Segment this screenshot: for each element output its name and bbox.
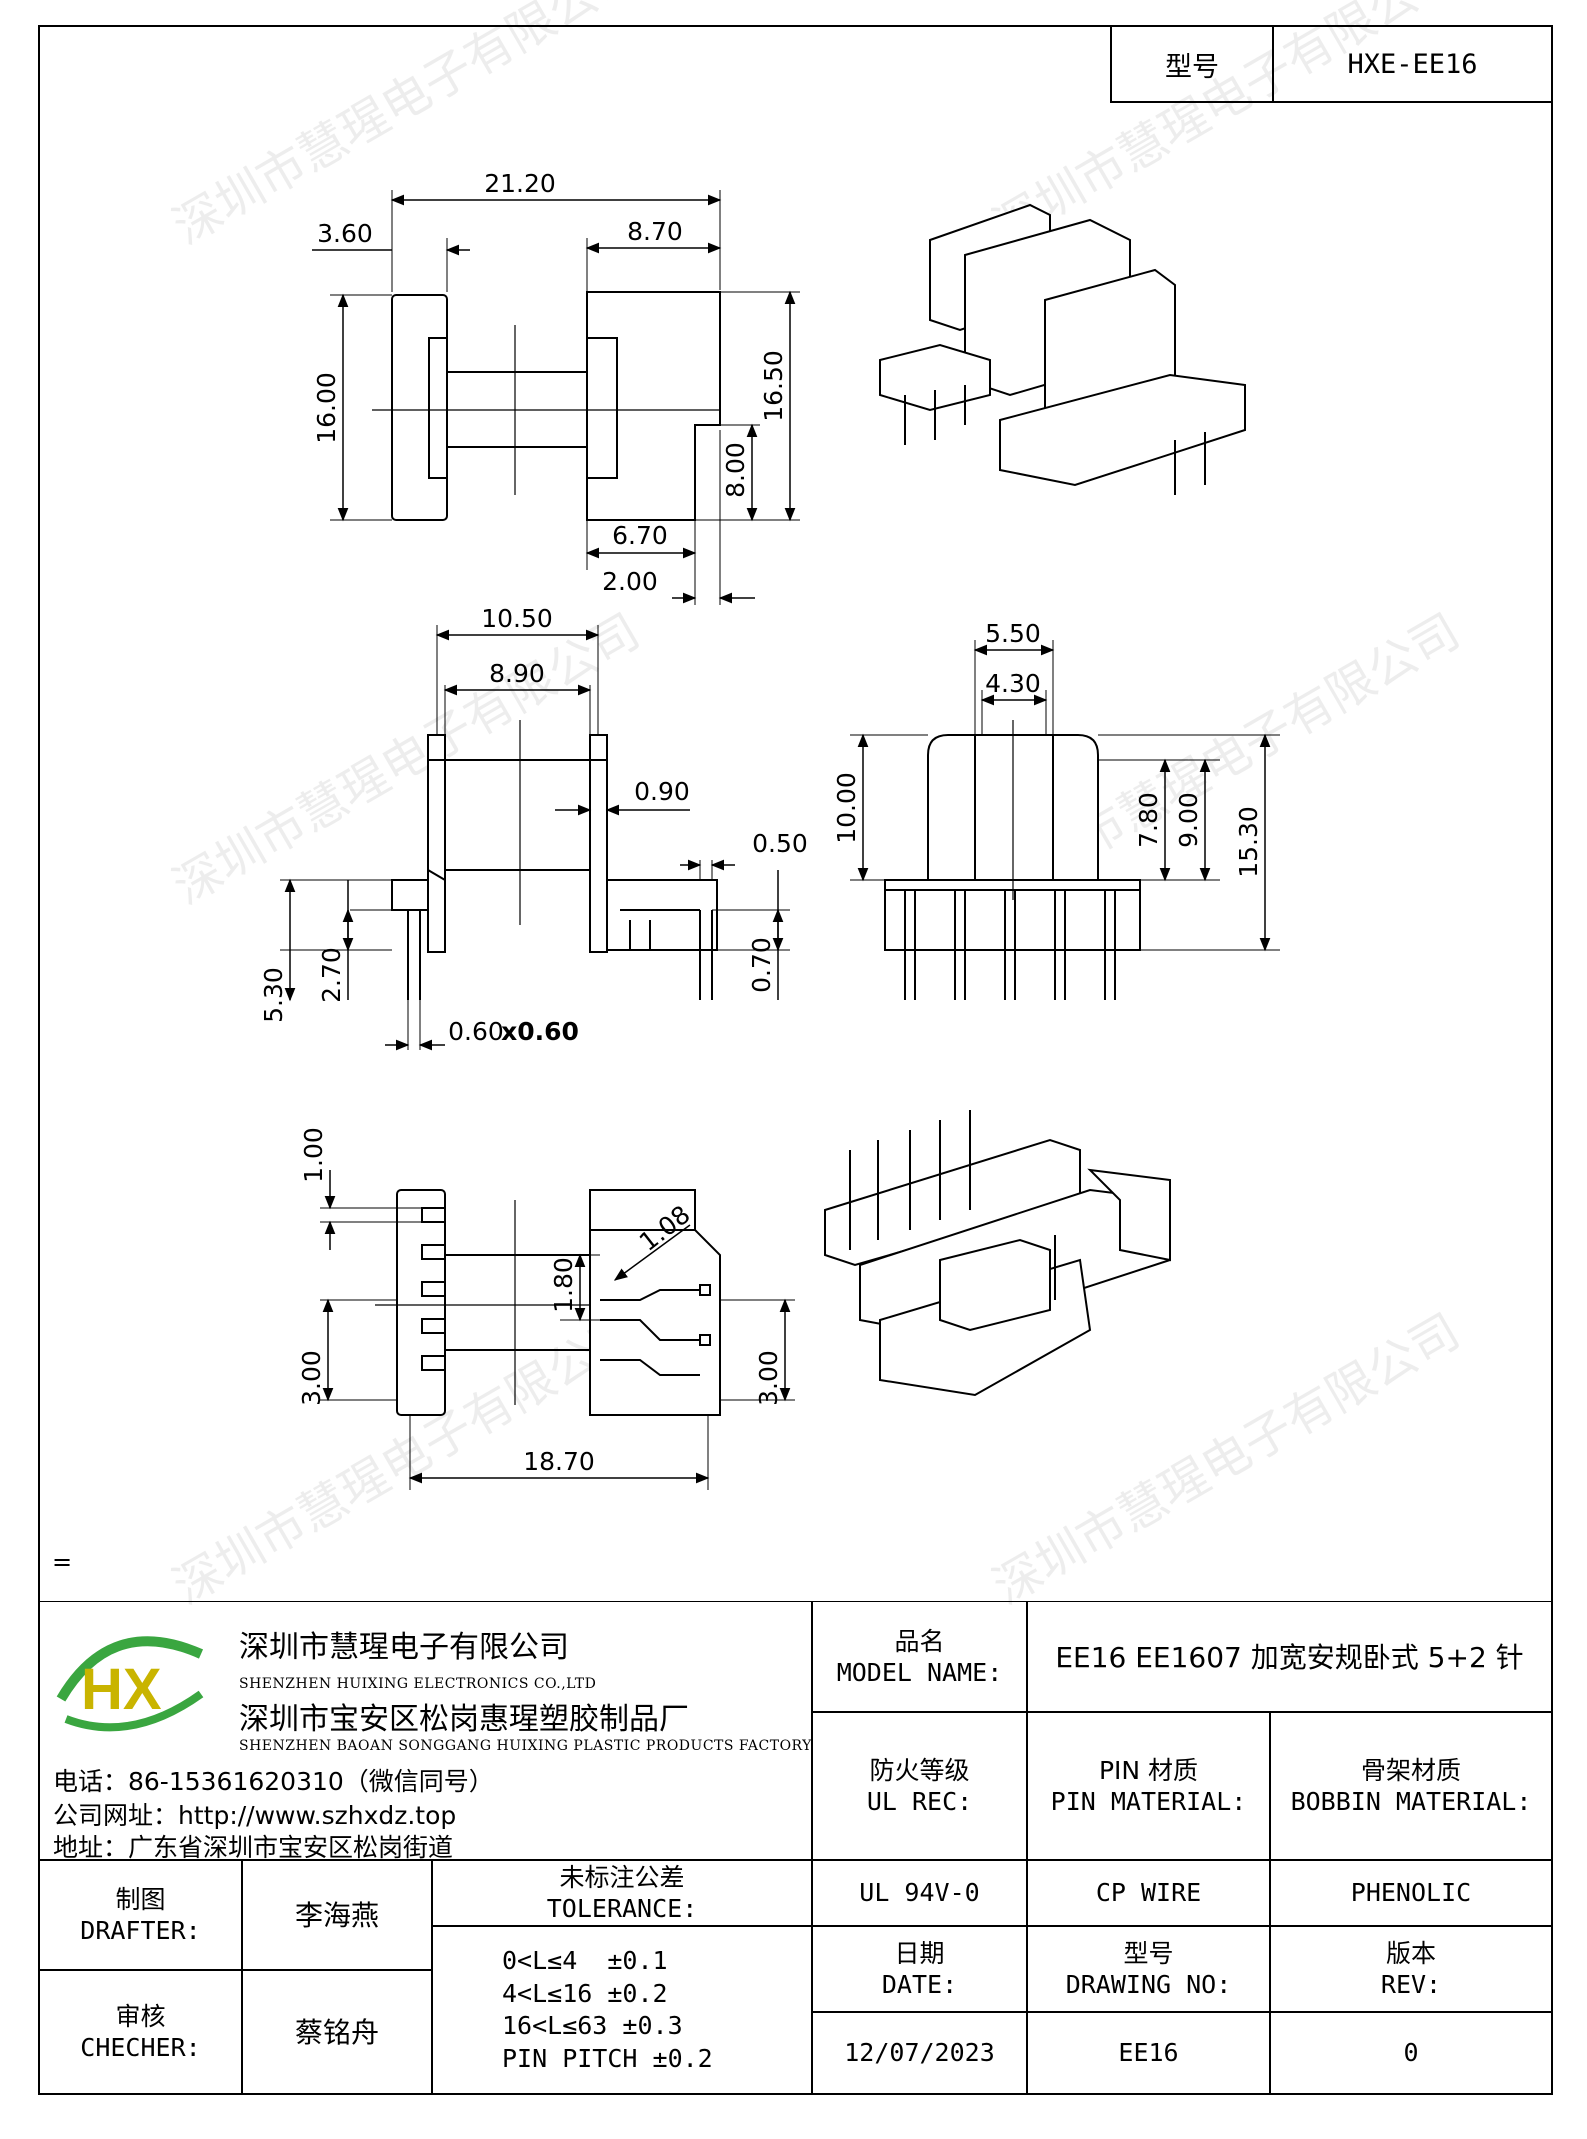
company-logo-icon: HX: [56, 1636, 204, 1732]
date-value: 12/07/2023: [811, 2011, 1028, 2095]
dim-text: 10.50: [481, 604, 553, 633]
date-label: 日期 DATE:: [811, 1925, 1028, 2013]
dim-text: 7.80: [1134, 792, 1163, 848]
company-info: HX 深圳市慧瑆电子有限公司 SHENZHEN HUIXING ELECTRON…: [38, 1601, 813, 1862]
iso-view-top: [879, 203, 1246, 495]
fire-rating-value: UL 94V-0: [811, 1859, 1028, 1927]
rev-value: 0: [1269, 2011, 1553, 2095]
title-block: HX 深圳市慧瑆电子有限公司 SHENZHEN HUIXING ELECTRON…: [38, 1601, 1553, 2095]
drafter-label: 制图 DRAFTER:: [38, 1859, 243, 1971]
dim-text: 3.60: [317, 219, 373, 248]
dim-text: 2.70: [317, 947, 346, 1003]
dim-text: x0.60: [501, 1017, 579, 1046]
dim-text: 0.90: [634, 777, 690, 806]
model-label: 型号: [1112, 27, 1274, 101]
company-name-cn: 深圳市慧瑆电子有限公司: [239, 1630, 569, 1665]
bottom-view: [320, 1170, 795, 1490]
dim-text: 16.50: [759, 350, 788, 422]
front-view: [280, 625, 790, 1051]
dim-text: 6.70: [612, 521, 668, 550]
technical-drawing: 21.20 3.60 8.70 16.00 16.50 8.00 6.70 2.…: [259, 169, 1280, 1490]
tolerance-label: 未标注公差 TOLERANCE:: [431, 1859, 813, 1927]
dim-text: 5.30: [259, 967, 288, 1023]
dim-text: 0.60: [448, 1017, 504, 1046]
dim-text: 0.50: [752, 829, 808, 858]
bobbin-material-label: 骨架材质 BOBBIN MATERIAL:: [1269, 1711, 1553, 1861]
dim-text: 8.00: [721, 442, 750, 498]
company-website: 公司网址：http://www.szhxdz.top: [53, 1801, 457, 1830]
factory-name-en: SHENZHEN BAOAN SONGGANG HUIXING PLASTIC …: [239, 1738, 812, 1754]
pin-material-value: CP WIRE: [1026, 1859, 1271, 1927]
company-phone: 电话：86-15361620310（微信同号）: [53, 1767, 494, 1796]
drafter-value: 李海燕: [241, 1859, 433, 1971]
stray-mark: =: [52, 1548, 73, 1576]
model-name-label: 品名 MODEL NAME:: [811, 1601, 1028, 1713]
dim-text: 8.90: [489, 659, 545, 688]
fire-rating-label: 防火等级 UL REC:: [811, 1711, 1028, 1861]
model-value: HXE-EE16: [1347, 48, 1478, 80]
tolerance-table: 0<L≤4 ±0.1 4<L≤16 ±0.2 16<L≤63 ±0.3 PIN …: [431, 1925, 813, 2095]
dim-text: 3.00: [754, 1350, 783, 1406]
rev-label: 版本 REV:: [1269, 1925, 1553, 2013]
company-name-en: SHENZHEN HUIXING ELECTRONICS CO.,LTD: [239, 1676, 597, 1692]
checker-label: 审核 CHECHER:: [38, 1969, 243, 2095]
drawing-no-label: 型号 DRAWING NO:: [1026, 1925, 1271, 2013]
side-view: [850, 640, 1280, 1000]
dim-text: 16.00: [312, 372, 341, 444]
drawing-no-value: EE16: [1026, 2011, 1271, 2095]
dim-text: 1.80: [549, 1257, 578, 1313]
dim-text: 9.00: [1174, 792, 1203, 848]
iso-view-bottom: [824, 1110, 1171, 1397]
company-address: 地址：广东省深圳市宝安区松岗街道: [53, 1833, 454, 1862]
bobbin-material-value: PHENOLIC: [1269, 1859, 1553, 1927]
dim-text: 2.00: [602, 567, 658, 596]
pin-material-label: PIN 材质 PIN MATERIAL:: [1026, 1711, 1271, 1861]
model-box: 型号 HXE-EE16: [1110, 25, 1553, 103]
dim-text: 0.70: [747, 937, 776, 993]
dim-text: 4.30: [985, 669, 1041, 698]
dim-text: 15.30: [1234, 806, 1263, 878]
dim-text: 8.70: [627, 217, 683, 246]
model-name-value: EE16 EE1607 加宽安规卧式 5+2 针: [1026, 1601, 1553, 1713]
dim-text: 1.00: [299, 1127, 328, 1183]
dim-text: 3.00: [297, 1350, 326, 1406]
dim-text: 10.00: [832, 772, 861, 844]
dim-text: 18.70: [523, 1447, 595, 1476]
dim-text: 5.50: [985, 619, 1041, 648]
logo-text: HX: [81, 1657, 162, 1722]
top-view: [312, 190, 800, 605]
dim-text: 21.20: [484, 169, 556, 198]
factory-name-cn: 深圳市宝安区松岗惠瑆塑胶制品厂: [239, 1702, 689, 1737]
checker-value: 蔡铭舟: [241, 1969, 433, 2095]
